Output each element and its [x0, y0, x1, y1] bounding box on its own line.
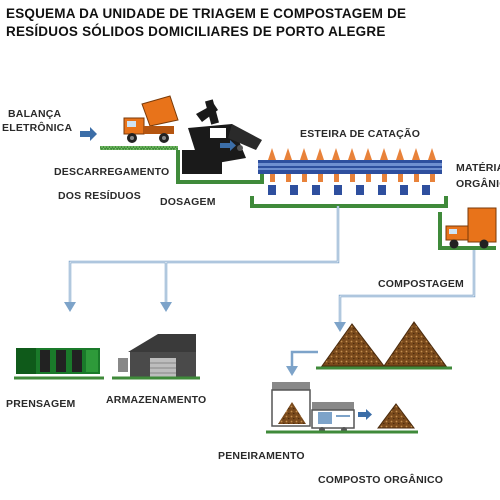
compost-arrow-head: [334, 322, 346, 332]
finished-compost-pile-icon: [377, 403, 415, 429]
sieve-screening-icon: [266, 382, 418, 434]
sieve-pipe: [286, 350, 318, 376]
label-dosagem: DOSAGEM: [160, 196, 216, 208]
flow-pipes: [68, 206, 340, 302]
flow-pipes-inner: [69, 206, 339, 302]
label-materia: MATÉRIA: [456, 162, 500, 174]
diagram-title-line-1: ESQUEMA DA UNIDADE DE TRIAGEM E COMPOSTA…: [6, 6, 407, 21]
press-baler-icon: [14, 348, 104, 380]
warehouse-icon: [112, 334, 200, 380]
label-balanca: BALANÇA: [8, 108, 62, 120]
label-compostagem: COMPOSTAGEM: [378, 278, 465, 290]
diagram-title-line-2: RESÍDUOS SÓLIDOS DOMICILIARES DE PORTO A…: [6, 24, 386, 39]
dosing-arrow: [220, 140, 236, 151]
dosing-machine-icon: [176, 99, 264, 184]
collection-bins: [268, 185, 430, 195]
unloading-ground: [100, 146, 178, 150]
armazenamento-arrow-head: [160, 302, 172, 312]
label-eletronica: ELETRÔNICA: [2, 122, 73, 134]
label-prensagem: PRENSAGEM: [6, 398, 76, 410]
label-armazenamento: ARMAZENAMENTO: [106, 394, 207, 406]
organic-matter-truck-icon: [438, 207, 497, 250]
label-esteira-de-catacao: ESTEIRA DE CATAÇÃO: [300, 128, 421, 140]
sorting-workers: [268, 148, 436, 182]
label-peneiramento: PENEIRAMENTO: [218, 450, 305, 462]
label-descarregamento: DESCARREGAMENTO: [54, 166, 170, 178]
compost-piles-icon: [316, 321, 452, 370]
prensagem-arrow-head: [64, 302, 76, 312]
dump-truck-icon: [123, 95, 179, 143]
scale-arrow: [80, 127, 97, 141]
label-organica: ORGÂNICA: [456, 178, 500, 190]
label-dos-residuos: DOS RESÍDUOS: [58, 190, 141, 202]
sorting-conveyor-belt: [250, 160, 448, 208]
sieve-output-arrow: [358, 409, 372, 420]
label-composto-organico: COMPOSTO ORGÂNICO: [318, 474, 444, 486]
